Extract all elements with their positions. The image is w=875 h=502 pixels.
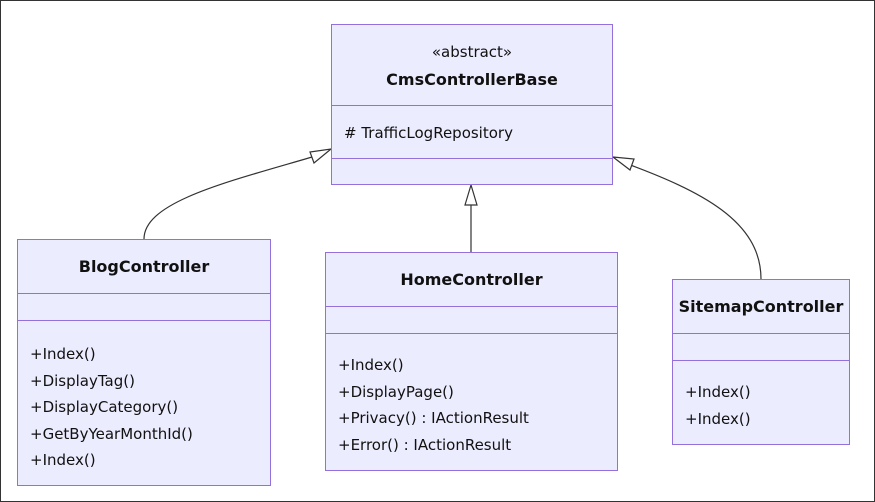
class-method: +Index() — [338, 356, 404, 374]
class-methods: +Index() +DisplayTag() +DisplayCategory(… — [18, 321, 270, 474]
edge-blog-arrowhead — [309, 148, 334, 165]
class-header: «abstract» CmsControllerBase — [332, 25, 612, 106]
class-attributes — [326, 307, 617, 334]
class-attributes — [673, 334, 849, 361]
class-header: HomeController — [326, 253, 617, 307]
class-method: +Index() — [685, 383, 751, 401]
class-method: +Index() — [30, 345, 96, 363]
class-name: SitemapController — [678, 296, 844, 316]
class-attributes: # TrafficLogRepository — [332, 106, 612, 159]
edge-blog-to-base — [143, 154, 320, 240]
class-header: SitemapController — [673, 280, 849, 334]
class-blogcontroller: BlogController +Index() +DisplayTag() +D… — [17, 239, 271, 486]
class-method: +DisplayTag() — [30, 371, 135, 390]
class-cmscontrollerbase: «abstract» CmsControllerBase # TrafficLo… — [331, 24, 613, 185]
class-method: +DisplayCategory() — [30, 398, 179, 416]
class-attributes — [18, 294, 270, 321]
class-method: +Index() — [685, 409, 751, 428]
class-method: +Privacy() : IActionResult — [338, 409, 529, 427]
edge-sitemap-arrowhead — [610, 156, 635, 171]
class-attribute: # TrafficLogRepository — [344, 124, 513, 142]
class-method: +DisplayPage() — [338, 382, 454, 401]
class-methods: +Index() +DisplayPage() +Privacy() : IAc… — [326, 334, 617, 458]
class-methods: +Index() +Index() — [673, 361, 849, 432]
class-method: +Error() : IActionResult — [338, 435, 512, 454]
class-homecontroller: HomeController +Index() +DisplayPage() +… — [325, 252, 618, 471]
class-header: BlogController — [18, 240, 270, 294]
edge-home-arrowhead — [464, 182, 478, 206]
class-name: BlogController — [78, 256, 210, 276]
class-sitemapcontroller: SitemapController +Index() +Index() — [672, 279, 850, 445]
class-methods — [332, 159, 612, 184]
class-stereotype: «abstract» — [431, 43, 513, 61]
class-name: HomeController — [400, 269, 543, 289]
class-method: +GetByYearMonthId() — [30, 424, 193, 443]
class-name: CmsControllerBase — [386, 70, 558, 89]
edge-sitemap-to-base — [624, 162, 762, 280]
class-method: +Index() — [30, 451, 96, 469]
